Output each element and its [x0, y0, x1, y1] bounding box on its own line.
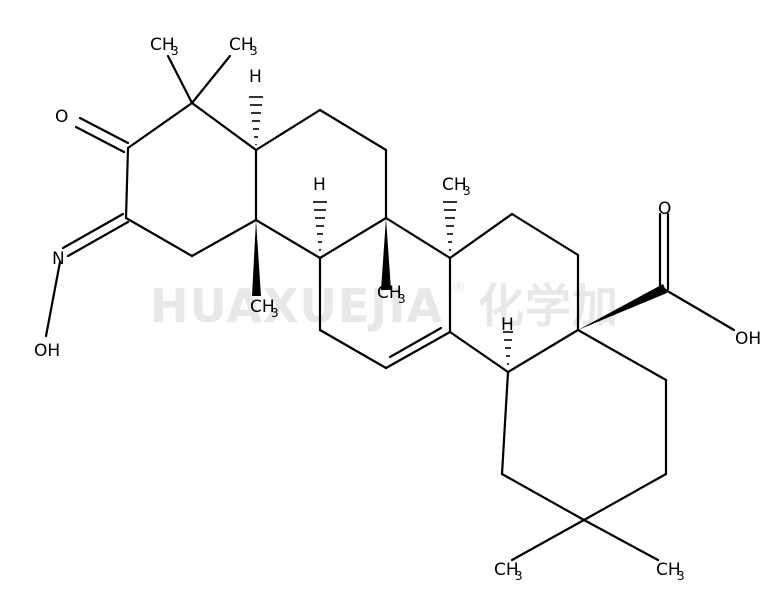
methyl-label-c20b: CH 3	[656, 560, 685, 583]
atom-h-c5: H	[249, 67, 262, 87]
c18-hashed-wedge	[503, 331, 513, 365]
watermark-registered: ®	[452, 280, 466, 296]
svg-text:3: 3	[250, 44, 258, 58]
atom-n-oxime: N	[52, 249, 65, 269]
alkene-inner-bond	[388, 326, 443, 359]
svg-text:CH: CH	[250, 297, 275, 317]
methyl-label-c8: CH 3	[377, 283, 406, 306]
watermark-text: HUAXUEJIA	[150, 279, 443, 333]
methyl-label-c14: CH 3	[442, 175, 471, 198]
watermark-cn: 化学加	[478, 279, 619, 333]
atom-h-c18: H	[501, 315, 514, 335]
c20-methyl-bonds	[510, 518, 660, 562]
ring-b-bonds	[254, 108, 388, 260]
atom-h-c9: H	[313, 175, 326, 195]
c5-hashed-wedge	[249, 96, 263, 145]
c17-cooh-wedge	[578, 284, 667, 330]
svg-text:CH: CH	[150, 35, 175, 55]
ring-e-bonds	[500, 328, 668, 522]
c14-hashed-wedge	[443, 201, 457, 251]
atom-o-ketone: O	[55, 107, 68, 127]
methyl-label-c4b: CH 3	[229, 35, 258, 58]
svg-text:CH: CH	[229, 35, 254, 55]
svg-text:CH: CH	[656, 560, 681, 580]
svg-text:3: 3	[677, 569, 685, 583]
c4-methyl-bonds	[166, 54, 232, 105]
svg-text:3: 3	[515, 569, 523, 583]
ring-c-bonds	[318, 216, 452, 370]
ring-a-bonds	[124, 101, 258, 258]
methyl-label-c20a: CH 3	[494, 560, 523, 583]
svg-text:3: 3	[271, 306, 279, 320]
methyl-label-c10: CH 3	[250, 297, 279, 320]
cooh-bonds	[658, 212, 736, 332]
ring-d-bonds	[448, 212, 580, 374]
svg-text:CH: CH	[377, 283, 402, 303]
svg-text:3: 3	[171, 44, 179, 58]
ketone-double-bond	[74, 116, 130, 154]
svg-text:3: 3	[463, 184, 471, 198]
c8-methyl-wedge	[381, 218, 391, 290]
methyl-label-c4a: CH 3	[150, 35, 179, 58]
c10-methyl-wedge	[252, 220, 261, 296]
c9-hashed-wedge	[313, 201, 327, 251]
svg-text:3: 3	[398, 292, 406, 306]
oxime-bonds	[44, 212, 130, 338]
atom-oh-acid: OH	[735, 329, 761, 349]
atom-oh-oxime: OH	[34, 341, 60, 361]
svg-text:CH: CH	[442, 175, 467, 195]
atom-o-acid: O	[658, 199, 671, 219]
svg-text:CH: CH	[494, 560, 519, 580]
